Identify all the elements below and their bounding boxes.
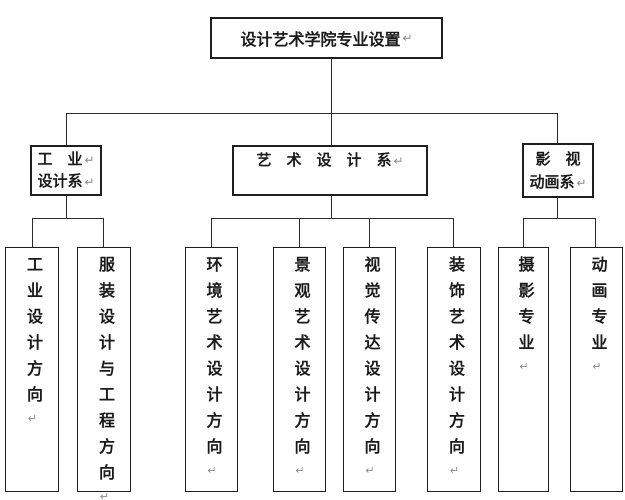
- major-label: 动画专业↵: [588, 256, 606, 373]
- dept-box-industrial-design: 工 业↵ 设计系↵: [30, 145, 102, 196]
- return-mark-icon: ↵: [26, 412, 38, 425]
- dept-label-line: 设计系↵: [32, 171, 100, 193]
- return-mark-icon: ↵: [205, 464, 218, 477]
- connector-industrial-down: [66, 196, 67, 218]
- return-mark-icon: ↵: [576, 176, 587, 190]
- connector-drop-major-8: [595, 218, 596, 247]
- return-mark-icon: ↵: [402, 31, 413, 45]
- connector-drop-major-6: [453, 218, 454, 247]
- dept-label: 艺 术 设 计 系: [256, 152, 392, 169]
- major-box-visual-communication-design: 视觉传达设计方向↵: [343, 247, 396, 492]
- connector-drop-major-1: [32, 218, 33, 247]
- dept-label: 设计系: [37, 173, 83, 190]
- major-box-fashion-design-engineering: 服装设计与工程方向↵: [77, 247, 131, 500]
- connector-drop-major-5: [369, 218, 370, 247]
- return-mark-icon: ↵: [448, 464, 460, 477]
- connector-drop-film: [557, 113, 558, 143]
- dept-box-film-animation: 影 视 动画系↵: [522, 143, 594, 198]
- return-mark-icon: ↵: [590, 360, 603, 373]
- major-box-industrial-design-direction: 工业设计方向↵: [5, 247, 59, 492]
- return-mark-icon: ↵: [517, 360, 530, 373]
- connector-drop-major-2: [103, 218, 104, 247]
- dept-label: 影 视: [535, 151, 581, 168]
- major-label: 摄影专业↵: [515, 256, 533, 373]
- return-mark-icon: ↵: [293, 464, 306, 477]
- dept-label-line: 工 业↵: [32, 149, 100, 171]
- connector-right-horizontal: [523, 218, 596, 219]
- dept-label-line: 影 视: [524, 148, 592, 171]
- major-label: 视觉传达设计方向↵: [361, 256, 379, 477]
- major-box-photography: 摄影专业↵: [498, 247, 549, 492]
- return-mark-icon: ↵: [98, 490, 110, 500]
- connector-level1-horizontal: [66, 113, 558, 114]
- return-mark-icon: ↵: [84, 175, 95, 189]
- connector-film-down: [557, 198, 558, 218]
- dept-label-line: 艺 术 设 计 系↵: [234, 151, 426, 171]
- connector-mid-horizontal: [211, 218, 454, 219]
- major-label: 装饰艺术设计方向↵: [446, 256, 463, 477]
- return-mark-icon: ↵: [84, 153, 95, 167]
- connector-root-vertical: [331, 58, 332, 145]
- major-label: 服装设计与工程方向↵: [92, 248, 116, 500]
- connector-art-down: [331, 196, 332, 218]
- root-box: 设计艺术学院专业设置↵: [210, 17, 443, 59]
- major-label: 工业设计方向↵: [24, 256, 41, 425]
- dept-label: 工 业: [37, 151, 83, 168]
- connector-left-horizontal: [32, 218, 104, 219]
- major-label: 景观艺术设计方向↵: [291, 256, 309, 477]
- return-mark-icon: ↵: [363, 464, 376, 477]
- major-box-decorative-art-design: 装饰艺术设计方向↵: [427, 247, 481, 492]
- connector-drop-major-7: [523, 218, 524, 247]
- major-box-landscape-art-design: 景观艺术设计方向↵: [273, 247, 326, 492]
- root-label: 设计艺术学院专业设置: [240, 32, 401, 49]
- connector-drop-major-4: [299, 218, 300, 247]
- connector-drop-major-3: [211, 218, 212, 247]
- dept-box-art-design: 艺 术 设 计 系↵: [232, 145, 428, 196]
- major-box-environment-art-design: 环境艺术设计方向↵: [185, 247, 238, 492]
- return-mark-icon: ↵: [393, 154, 404, 168]
- major-label: 环境艺术设计方向↵: [203, 256, 221, 477]
- major-box-animation: 动画专业↵: [570, 247, 623, 492]
- connector-drop-industrial: [66, 113, 67, 145]
- dept-label: 动画系: [529, 174, 575, 191]
- dept-label-line: 动画系↵: [524, 171, 592, 195]
